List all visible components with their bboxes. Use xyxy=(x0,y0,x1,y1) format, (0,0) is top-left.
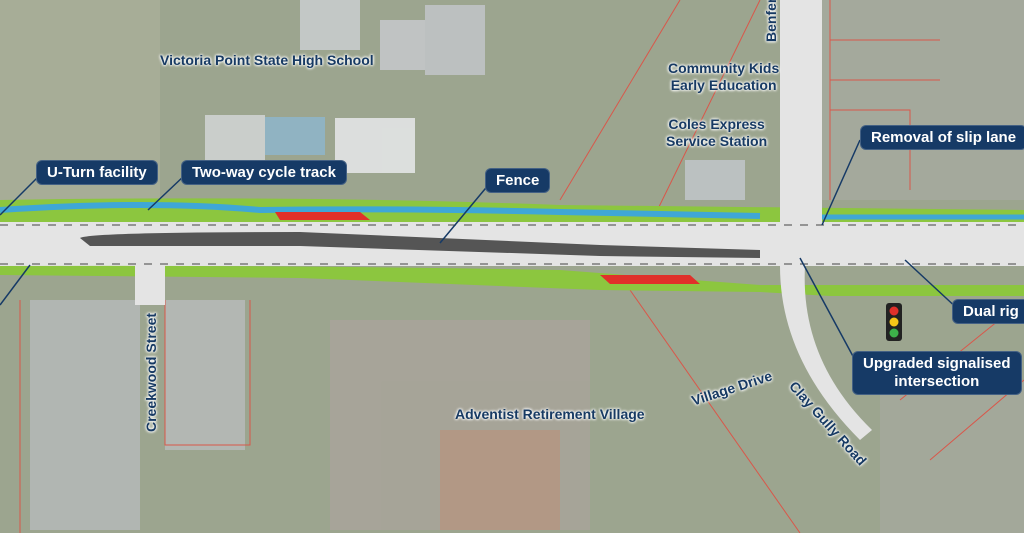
street-benfer: Benfer xyxy=(763,0,779,42)
callout-line: Upgraded signalised xyxy=(863,355,1011,372)
callout-uturn: U-Turn facility xyxy=(36,160,158,185)
label-line: Community Kids xyxy=(668,60,780,76)
street-creekwood: Creekwood Street xyxy=(143,312,159,432)
label-line: Early Education xyxy=(670,77,777,93)
callout-slip-lane: Removal of slip lane xyxy=(860,125,1024,150)
traffic-light-icon xyxy=(886,303,902,341)
callout-line: intersection xyxy=(894,373,980,390)
label-school: Victoria Point State High School xyxy=(160,52,374,68)
leader-lines xyxy=(0,139,961,361)
label-line: Coles Express xyxy=(668,116,765,132)
callout-cycle-track: Two-way cycle track xyxy=(181,160,347,185)
label-line: Service Station xyxy=(666,133,768,149)
label-retirement-village: Adventist Retirement Village xyxy=(455,406,645,422)
callout-fence: Fence xyxy=(485,168,551,193)
callout-dual-right: Dual rig xyxy=(952,299,1024,324)
road-layout xyxy=(0,0,1024,440)
